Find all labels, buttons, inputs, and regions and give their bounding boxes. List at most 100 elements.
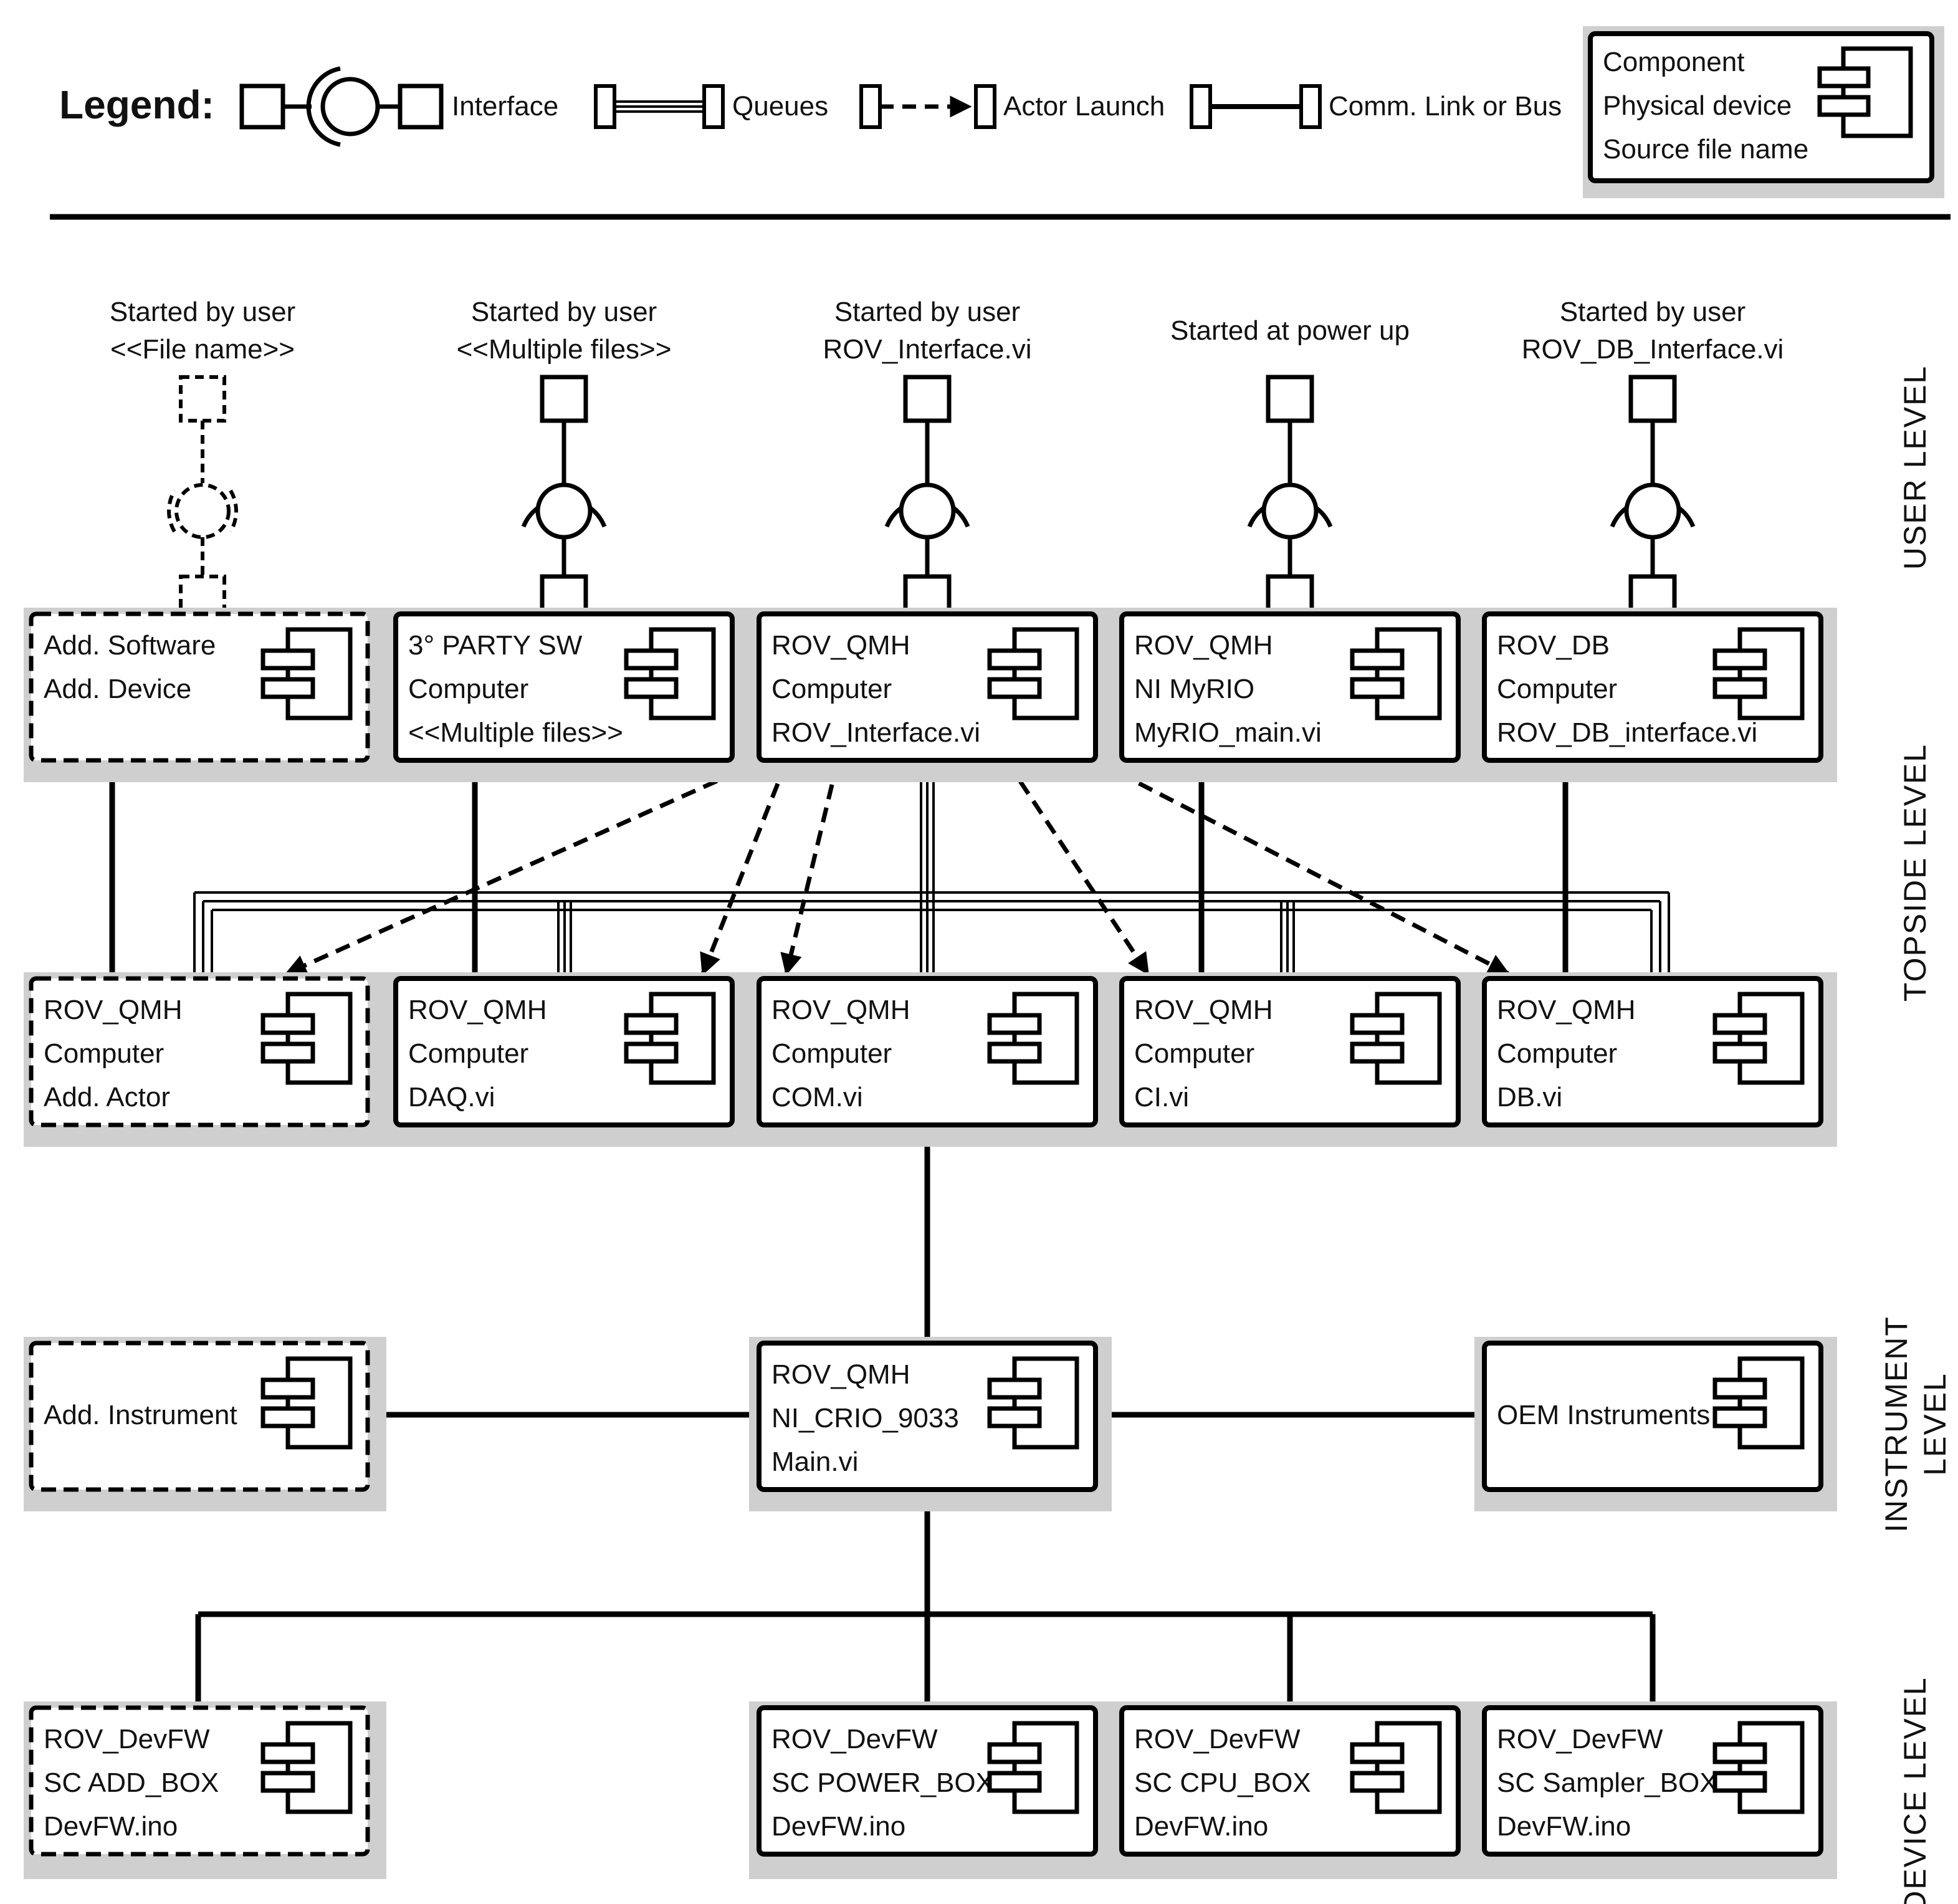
component-cpu-box: ROV_DevFW SC CPU_BOX DevFW.ino <box>1112 1701 1474 1879</box>
component-myrio: ROV_QMH NI MyRIO MyRIO_main.vi <box>1112 608 1474 782</box>
component-line: SC Sampler_BOX <box>1497 1768 1718 1798</box>
component-line: Computer <box>44 1038 164 1069</box>
component-line: Add. Instrument <box>44 1400 237 1430</box>
starter-label: Started by user <box>834 297 1020 327</box>
component-line: ROV_QMH <box>771 995 910 1025</box>
component-line: Add. Actor <box>44 1082 170 1112</box>
component-line: SC POWER_BOX <box>771 1768 994 1798</box>
component-line: Main.vi <box>771 1447 858 1477</box>
component-power-box: ROV_DevFW SC POWER_BOX DevFW.ino <box>749 1701 1112 1879</box>
starter-label: <<File name>> <box>110 334 295 365</box>
component-line: Computer <box>771 1038 892 1069</box>
component-third-party-sw: 3° PARTY SW Computer <<Multiple files>> <box>386 608 749 782</box>
legend-component-line: Source file name <box>1603 134 1808 165</box>
legend-component-box: Component Physical device Source file na… <box>1583 26 1944 198</box>
component-line: Computer <box>1134 1038 1254 1069</box>
component-line: SC ADD_BOX <box>44 1768 219 1798</box>
component-line: CI.vi <box>1134 1082 1189 1112</box>
comm-links <box>109 760 1656 1711</box>
component-add-software: Add. Software Add. Device <box>24 608 386 782</box>
starter-label: Started by user <box>471 297 657 327</box>
starter-label: Started by user <box>110 297 295 327</box>
interface-symbol-rov-interface <box>884 375 970 623</box>
legend-title: Legend: <box>59 82 214 127</box>
component-rov-db-interface: ROV_DB Computer ROV_DB_interface.vi <box>1474 608 1837 782</box>
legend-component-line: Component <box>1603 47 1744 77</box>
legend-interface-icon <box>239 66 444 147</box>
component-line: DAQ.vi <box>408 1082 495 1112</box>
component-line: Computer <box>408 1038 528 1069</box>
component-line: DB.vi <box>1497 1082 1562 1112</box>
level-labels: USER LEVEL TOPSIDE LEVEL INSTRUMENT LEVE… <box>1879 365 1952 1904</box>
component-line: ROV_QMH <box>1497 995 1635 1025</box>
component-line: DevFW.ino <box>771 1811 905 1842</box>
starter-label: <<Multiple files>> <box>457 334 672 365</box>
component-line: ROV_QMH <box>1134 995 1273 1025</box>
component-line: SC CPU_BOX <box>1134 1768 1311 1798</box>
legend-comm-link-label: Comm. Link or Bus <box>1329 91 1562 122</box>
component-line: ROV_DevFW <box>1497 1724 1663 1754</box>
legend: Legend: Interface Queues Actor Launch <box>59 26 1944 198</box>
topside-level-label: TOPSIDE LEVEL <box>1898 744 1932 1002</box>
user-level-label: USER LEVEL <box>1898 365 1932 570</box>
component-line: NI MyRIO <box>1134 674 1254 704</box>
component-daq: ROV_QMH Computer DAQ.vi <box>386 972 749 1147</box>
component-line: Add. Software <box>44 630 216 661</box>
legend-actor-launch-label: Actor Launch <box>1003 91 1165 122</box>
legend-component-line: Physical device <box>1603 90 1792 121</box>
component-line: ROV_DB_interface.vi <box>1497 717 1757 748</box>
starter-label: Started by user <box>1560 297 1745 327</box>
component-icon <box>1817 46 1913 138</box>
starter-label: ROV_Interface.vi <box>823 334 1031 365</box>
component-add-box: ROV_DevFW SC ADD_BOX DevFW.ino <box>24 1701 386 1879</box>
starter-labels: Started by user <<File name>> Started by… <box>110 297 1784 365</box>
starter-label: Started at power up <box>1170 315 1410 346</box>
component-line: ROV_QMH <box>44 995 182 1025</box>
component-line: DevFW.ino <box>44 1811 178 1842</box>
component-rov-interface: ROV_QMH Computer ROV_Interface.vi <box>749 608 1112 782</box>
legend-comm-link-icon <box>1190 84 1322 129</box>
component-line: ROV_DevFW <box>44 1724 210 1754</box>
component-line: Computer <box>771 674 892 704</box>
queue-bus <box>193 760 1670 982</box>
component-line: ROV_DB <box>1497 630 1610 661</box>
component-com: ROV_QMH Computer COM.vi <box>749 972 1112 1147</box>
component-line: ROV_Interface.vi <box>771 717 980 748</box>
device-level-label: DEVICE LEVEL <box>1898 1677 1932 1904</box>
component-line: ROV_QMH <box>771 630 910 661</box>
legend-interface-label: Interface <box>452 91 558 122</box>
starter-label: ROV_DB_Interface.vi <box>1522 334 1784 365</box>
component-line: DevFW.ino <box>1134 1811 1268 1842</box>
instrument-level-label: LEVEL <box>1917 1372 1952 1476</box>
legend-queues-icon <box>594 84 725 129</box>
component-db: ROV_QMH Computer DB.vi <box>1474 972 1837 1147</box>
legend-actor-launch-icon <box>859 84 996 129</box>
actor-launch-arrows <box>284 759 1511 976</box>
component-line: Computer <box>408 674 528 704</box>
component-line: Computer <box>1497 674 1617 704</box>
component-line: ROV_DevFW <box>1134 1724 1301 1754</box>
component-add-actor: ROV_QMH Computer Add. Actor <box>24 972 386 1147</box>
component-line: MyRIO_main.vi <box>1134 717 1322 748</box>
component-ci: ROV_QMH Computer CI.vi <box>1112 972 1474 1147</box>
interface-symbol-additional <box>167 375 238 622</box>
component-line: ROV_QMH <box>1134 630 1273 661</box>
interface-symbol-myrio <box>1247 375 1333 623</box>
component-line: <<Multiple files>> <box>408 717 623 748</box>
interface-symbol-third-party <box>521 375 607 623</box>
component-line: DevFW.ino <box>1497 1811 1631 1842</box>
component-line: 3° PARTY SW <box>408 630 583 661</box>
component-crio: ROV_QMH NI_CRIO_9033 Main.vi <box>749 1337 1112 1511</box>
component-sampler-box: ROV_DevFW SC Sampler_BOX DevFW.ino <box>1474 1701 1837 1879</box>
component-line: Computer <box>1497 1038 1617 1069</box>
component-line: Add. Device <box>44 674 191 704</box>
instrument-level-label: INSTRUMENT <box>1879 1316 1914 1533</box>
component-add-instrument: Add. Instrument <box>24 1337 386 1511</box>
component-line: ROV_DevFW <box>771 1724 938 1754</box>
component-line: COM.vi <box>771 1082 863 1112</box>
component-line: OEM Instruments <box>1497 1400 1710 1430</box>
legend-queues-label: Queues <box>732 91 828 122</box>
component-oem-instruments: OEM Instruments <box>1474 1337 1837 1511</box>
interface-symbol-rov-db <box>1610 375 1696 623</box>
